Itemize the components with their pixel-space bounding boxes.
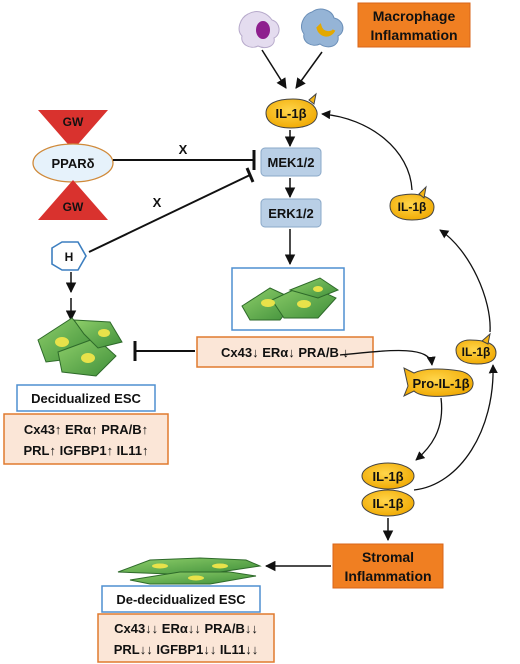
ppar-node: PPARδ (32, 143, 114, 183)
il1b-right-upper-label: IL-1β (398, 200, 427, 214)
gw-top-triangle: GW (38, 110, 108, 150)
decidualized-title-box: Decidualized ESC (16, 384, 156, 412)
stromal-cells-box (231, 267, 345, 331)
macrophage-label-line2: Inflammation (370, 27, 457, 43)
stroma-effect-box: Cx43↓ ERα↓ PRA/B ↓ (196, 336, 374, 368)
dedecidualized-line2: PRL↓↓ IGFBP1↓↓ IL11↓↓ (114, 642, 258, 657)
arrow-il1b-right-up (439, 229, 491, 333)
decidualized-cells-image (37, 317, 123, 377)
inhibit-h-to-mek (88, 174, 251, 253)
il1b-right-upper-node: IL-1β (389, 185, 435, 221)
pro-il1b-node: Pro-IL-1β (403, 367, 474, 398)
stromal-inflammation-box: Stromal Inflammation (332, 543, 444, 589)
decidualized-line2: PRL↑ IGFBP1↑ IL11↑ (24, 443, 149, 458)
ppar-inhibit-mark: X (179, 142, 188, 157)
arrow-il1b-right-to-top (321, 110, 413, 191)
pro-il1b-label: Pro-IL-1β (412, 376, 469, 391)
stromal-label-line1: Stromal (362, 549, 414, 565)
decidualized-line1: Cx43↑ ERα↑ PRA/B↑ (24, 422, 148, 437)
il1b-right-lower-label: IL-1β (462, 345, 491, 359)
il1b-pair-bottom: IL-1β (361, 489, 415, 517)
h-inhibit-mark: X (153, 195, 162, 210)
arrow-macrophage2-to-il1b (295, 51, 323, 89)
il1b-pair-bottom-label: IL-1β (372, 496, 403, 511)
macrophage-icon-blue (301, 8, 344, 48)
dedecidualized-title-box: De-decidualized ESC (101, 585, 261, 613)
h-label: H (65, 250, 74, 264)
arrow-macrophage1-to-il1b (261, 49, 287, 89)
il1b-right-lower-node: IL-1β (455, 332, 497, 365)
gw-top-label: GW (63, 115, 84, 129)
gw-bottom-triangle: GW (38, 180, 108, 220)
dedecidualized-markers-box: Cx43↓↓ ERα↓↓ PRA/B↓↓ PRL↓↓ IGFBP1↓↓ IL11… (97, 613, 275, 663)
macrophage-icon-purple (238, 11, 280, 49)
arrow-pro-to-il1b-pair (415, 397, 443, 461)
mek-label: MEK1/2 (268, 155, 315, 170)
erk-label: ERK1/2 (268, 206, 314, 221)
decidualized-markers-box: Cx43↑ ERα↑ PRA/B↑ PRL↑ IGFBP1↑ IL11↑ (3, 413, 169, 465)
dedecidualized-title: De-decidualized ESC (116, 592, 246, 607)
il1b-pair-top-label: IL-1β (372, 469, 403, 484)
h-node: H (51, 241, 87, 271)
dedecidualized-line1: Cx43↓↓ ERα↓↓ PRA/B↓↓ (114, 621, 258, 636)
stroma-effect-text: Cx43↓ ERα↓ PRA/B ↓ (221, 345, 349, 360)
il1b-top-node: IL-1β (265, 92, 318, 129)
ppar-label: PPARδ (51, 156, 94, 171)
inhibit-bar-h (245, 167, 255, 183)
il1b-pair-top: IL-1β (361, 462, 415, 490)
dedecidualized-cells-image (117, 557, 262, 585)
decidualized-title: Decidualized ESC (31, 391, 141, 406)
mek-node: MEK1/2 (260, 147, 322, 177)
gw-bottom-label: GW (63, 200, 84, 214)
erk-node: ERK1/2 (260, 198, 322, 228)
macrophage-inflammation-box: Macrophage Inflammation (357, 2, 471, 48)
il1b-top-label: IL-1β (275, 106, 306, 121)
macrophage-label-line1: Macrophage (373, 8, 456, 24)
arrow-pair-to-il1b-right (413, 364, 498, 491)
arrow-effect-to-pro (339, 349, 436, 366)
stromal-label-line2: Inflammation (344, 568, 431, 584)
